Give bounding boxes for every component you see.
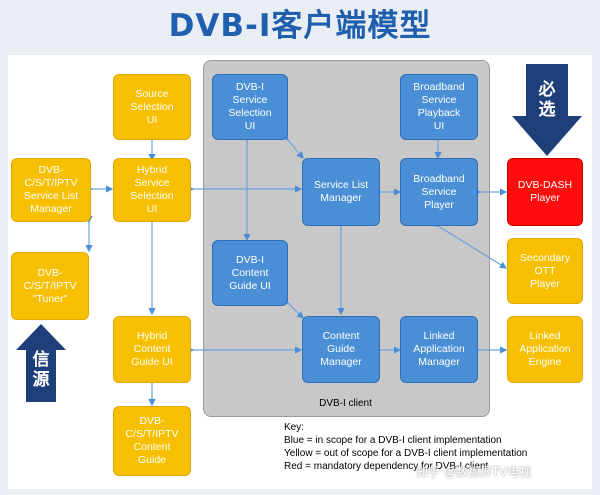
key-red: Red = mandatory dependency for DVB-I cli… (284, 461, 489, 472)
required-down-arrow-icon (512, 64, 582, 156)
hybrid-content-guide-ui-label: Hybrid Content Guide UI (131, 330, 173, 368)
hybrid-service-selection-ui: Hybrid Service Selection UI (113, 158, 191, 222)
dvb-dash-player: DVB-DASH Player (507, 158, 583, 226)
service-list-manager-label: Service List Manager (313, 179, 369, 204)
dvbi-service-selection-ui: DVB-I Service Selection UI (212, 74, 288, 140)
linked-application-manager-label: Linked Application Manager (413, 330, 465, 368)
source-selection-ui-label: Source Selection UI (130, 87, 174, 126)
broadband-service-playback-ui-label: Broadband Service Playback UI (413, 81, 465, 132)
watermark: 知乎 @数视界TV电视 (416, 465, 532, 479)
dvb-cst-service-list-manager: DVB- C/S/T/IPTV Service List Manager (11, 158, 91, 222)
dvb-cst-content-guide-label: DVB- C/S/T/IPTV Content Guide (125, 415, 179, 466)
hybrid-service-selection-ui-label: Hybrid Service Selection UI (130, 164, 174, 215)
linked-application-engine: Linked Application Engine (507, 316, 583, 383)
required-callout-label: 必 选 (538, 80, 556, 120)
content-guide-manager-label: Content Guide Manager (320, 330, 362, 368)
source-up-arrow-icon (16, 324, 66, 402)
service-list-manager: Service List Manager (302, 158, 380, 226)
secondary-ott-player: Secondary OTT Player (507, 238, 583, 304)
linked-application-manager: Linked Application Manager (400, 316, 478, 383)
key-blue: Blue = in scope for a DVB-I client imple… (284, 435, 502, 446)
source-selection-ui: Source Selection UI (113, 74, 191, 140)
dvbi-content-guide-ui: DVB-I Content Guide UI (212, 240, 288, 306)
legend-key: Key: Blue = in scope for a DVB-I client … (284, 421, 589, 473)
dvbi-client-label: DVB-I client (319, 398, 372, 409)
hybrid-content-guide-ui: Hybrid Content Guide UI (113, 316, 191, 383)
key-heading: Key: (284, 422, 305, 433)
page-title: DVB-I客户端模型 (168, 8, 432, 44)
broadband-service-player: Broadband Service Player (400, 158, 478, 226)
key-yellow: Yellow = out of scope for a DVB-I client… (284, 448, 528, 459)
dvbi-content-guide-ui-label: DVB-I Content Guide UI (229, 253, 271, 292)
dvbi-service-selection-ui-label: DVB-I Service Selection UI (228, 81, 272, 132)
broadband-service-playback-ui: Broadband Service Playback UI (400, 74, 478, 140)
dvb-cst-tuner-label: DVB- C/S/T/IPTV "Tuner" (23, 266, 77, 305)
content-guide-manager: Content Guide Manager (302, 316, 380, 383)
secondary-ott-player-label: Secondary OTT Player (519, 251, 571, 290)
source-callout-label: 信 源 (32, 350, 50, 390)
broadband-service-player-label: Broadband Service Player (413, 172, 465, 211)
dvb-cst-content-guide: DVB- C/S/T/IPTV Content Guide (113, 406, 191, 476)
dvb-cst-service-list-manager-label: DVB- C/S/T/IPTV Service List Manager (23, 164, 79, 215)
dvb-dash-player-label: DVB-DASH Player (517, 179, 573, 204)
linked-application-engine-label: Linked Application Engine (519, 330, 571, 368)
dvb-cst-tuner: DVB- C/S/T/IPTV "Tuner" (11, 252, 89, 320)
